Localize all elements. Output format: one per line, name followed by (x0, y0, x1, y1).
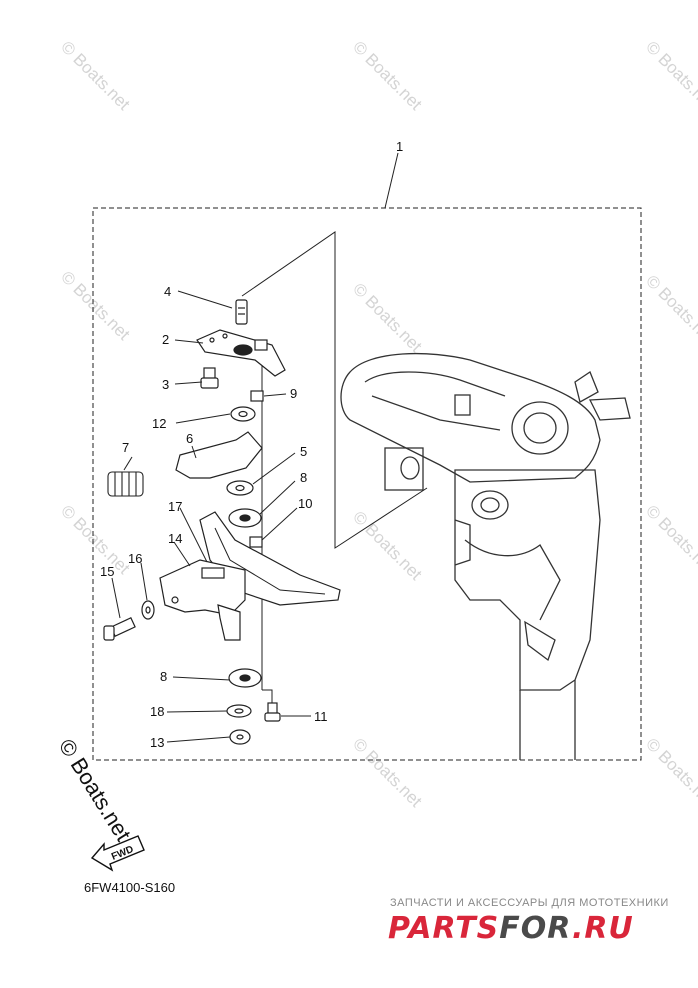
watermark: © Boats.net (642, 271, 698, 348)
part-lever-6 (175, 431, 263, 479)
copyright-mark: © Boats.net (54, 734, 136, 845)
promo-tagline: ЗАПЧАСТИ И АКСЕССУАРЫ ДЛЯ МОТОТЕХНИКИ (390, 897, 669, 909)
part-washer-5 (226, 480, 254, 496)
callout-label: 5 (300, 444, 307, 459)
diagram-code: 6FW4100-S160 (84, 880, 175, 895)
watermark: © Boats.net (349, 279, 426, 356)
callout-label: 8 (300, 470, 307, 485)
part-washer-16 (141, 600, 155, 620)
part-bushing-8-upper (228, 508, 262, 528)
promo-logo: PARTSFOR.RU (388, 911, 634, 946)
part-collar-9 (250, 390, 264, 402)
callout-label: 14 (168, 531, 182, 546)
callout-label: 2 (162, 332, 169, 347)
part-bracket-14 (159, 559, 246, 641)
callout-numbers: 1 4 2 3 9 12 7 6 5 8 10 17 14 16 15 8 18… (100, 139, 403, 750)
callout-label: 8 (160, 669, 167, 684)
callout-label: 16 (128, 551, 142, 566)
callout-label: 4 (164, 284, 171, 299)
callout-label: 7 (122, 440, 129, 455)
promo-logo-part: PARTS (388, 911, 499, 946)
watermark: © Boats.net (349, 734, 426, 811)
watermark: © Boats.net (349, 507, 426, 584)
watermark: © Boats.net (57, 267, 134, 344)
assembly-boundary (92, 207, 642, 761)
callout-label: 10 (298, 496, 312, 511)
part-grip-7 (107, 471, 144, 497)
part-washer-18 (226, 704, 252, 718)
watermark: © Boats.net (642, 734, 698, 811)
callout-label: 9 (290, 386, 297, 401)
callout-label: 6 (186, 431, 193, 446)
part-bolt-4 (235, 299, 248, 325)
part-plate-2 (196, 329, 286, 377)
leader-line (384, 152, 399, 209)
callout-label: 17 (168, 499, 182, 514)
callout-label: 3 (162, 377, 169, 392)
watermark: © Boats.net (57, 37, 134, 114)
part-bolt-15 (103, 617, 136, 641)
watermark: © Boats.net (349, 37, 426, 114)
part-washer-12 (230, 406, 256, 422)
callout-label: 12 (152, 416, 166, 431)
watermark: © Boats.net (57, 501, 134, 578)
watermark: © Boats.net (642, 501, 698, 578)
callout-label: 11 (314, 709, 328, 724)
part-collar-10 (249, 536, 263, 548)
callout-leaders (111, 290, 311, 743)
axis-lines (241, 231, 428, 705)
watermark: © Boats.net (642, 37, 698, 114)
part-screw-11 (264, 702, 281, 722)
part-screw-3 (200, 367, 219, 389)
callout-label: 15 (100, 564, 114, 579)
callout-label: 18 (150, 704, 164, 719)
part-bushing-8-lower (228, 668, 262, 688)
callout-label: 13 (150, 735, 164, 750)
engine-bracket-drawing (340, 352, 631, 760)
promo-logo-part: FOR (499, 911, 572, 946)
promo-logo-part: .RU (572, 911, 634, 946)
part-nut-13 (229, 729, 251, 745)
callout-label: 1 (396, 139, 403, 154)
